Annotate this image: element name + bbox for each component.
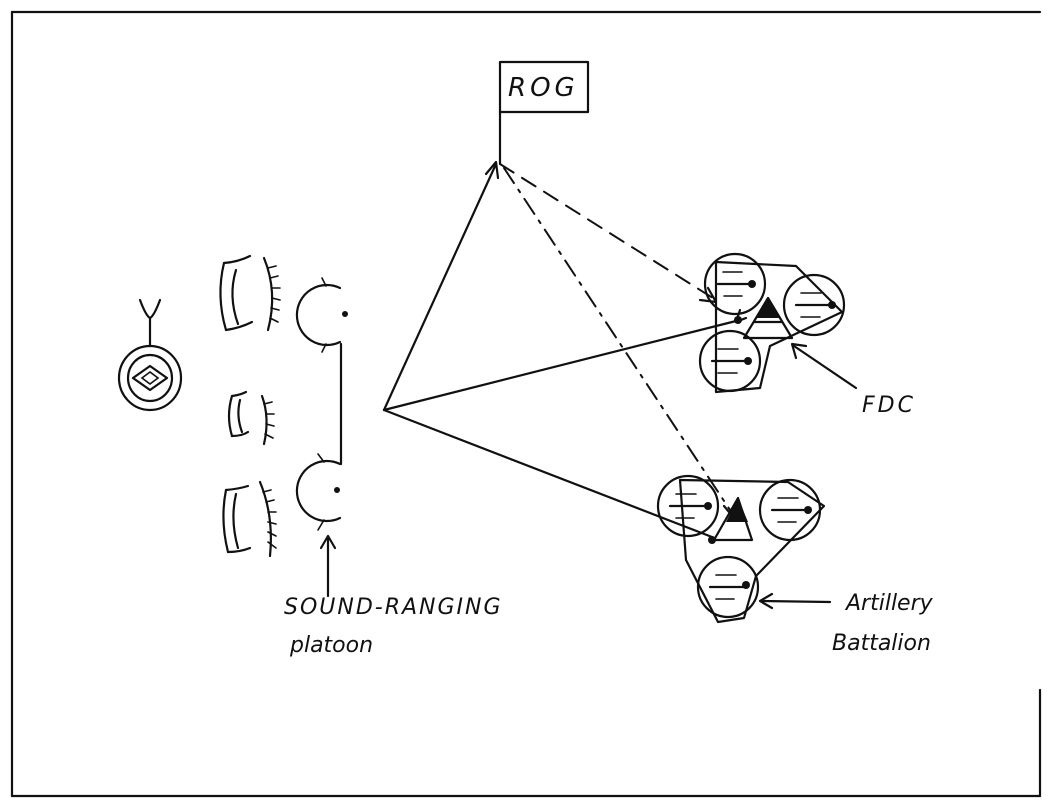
fire-direction-center-triangle-icon xyxy=(734,296,794,340)
microphone-position-icon xyxy=(295,453,342,531)
enemy-weapon-icon xyxy=(117,298,183,412)
battery-circle-icon xyxy=(758,478,822,542)
sound-ranging-label-line1: SOUND-RANGING xyxy=(284,595,503,620)
platoon-pointer-arrow xyxy=(319,534,337,598)
upper-battalion-group xyxy=(698,252,846,394)
artillery-label-line1: Artillery xyxy=(844,591,934,616)
battalion-pointer-arrow xyxy=(758,592,832,610)
battery-circle-icon xyxy=(656,474,720,538)
battery-circle-icon xyxy=(782,273,846,337)
rog-label: ROG xyxy=(508,73,579,103)
impact-arc-icon xyxy=(227,390,275,446)
battery-circle-icon xyxy=(696,555,760,619)
impact-arc-icon xyxy=(219,254,281,332)
lower-battalion-group xyxy=(656,474,826,624)
battery-circle-icon xyxy=(703,252,767,316)
fdc-pointer-arrow xyxy=(790,342,858,390)
flag-icon xyxy=(498,60,590,166)
dashed-line-to-fdc xyxy=(499,163,717,301)
solid-communication-lines xyxy=(382,160,742,539)
dashdot-line-to-battalion xyxy=(503,167,735,517)
artillery-label-line2: Battalion xyxy=(832,631,931,656)
page-frame xyxy=(10,10,1042,798)
fdc-label: FDC xyxy=(862,393,916,418)
microphone-position-icon xyxy=(295,277,348,353)
impact-arc-icon xyxy=(222,480,277,558)
sound-ranging-label-line2: platoon xyxy=(289,633,373,658)
fire-direction-center-triangle-icon xyxy=(708,496,754,544)
battery-circle-icon xyxy=(698,329,762,393)
